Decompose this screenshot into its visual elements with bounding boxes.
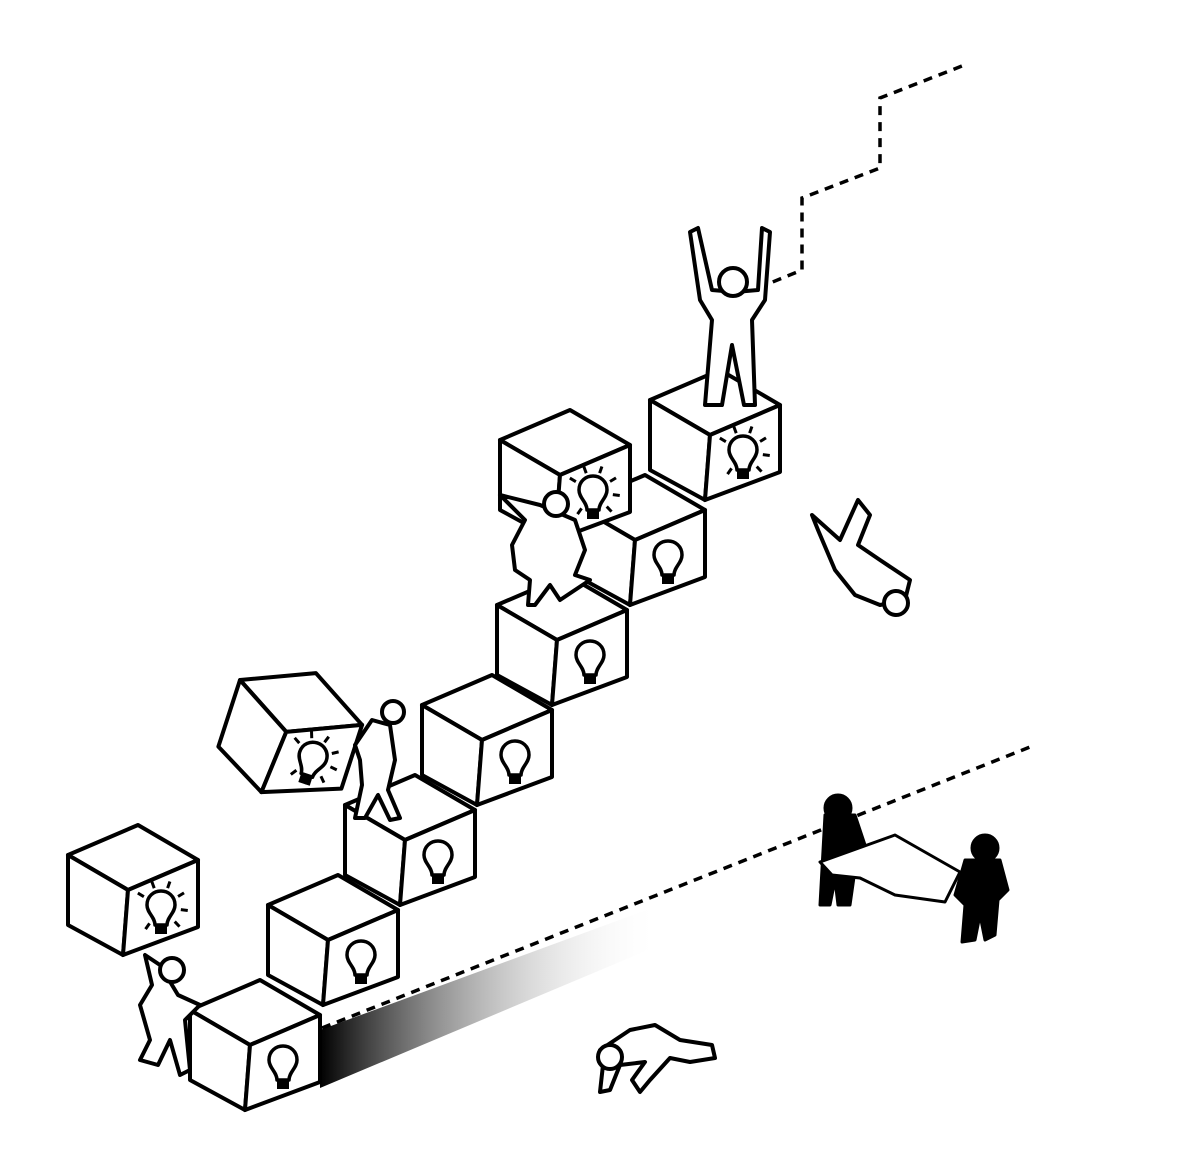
lifting-person bbox=[498, 490, 592, 607]
safety-net bbox=[818, 833, 962, 904]
pushing-person bbox=[353, 699, 406, 822]
lightbulb-icon bbox=[345, 939, 377, 984]
future-steps-dashed-line bbox=[757, 64, 963, 290]
stair-cube bbox=[343, 773, 477, 907]
lightbulb-icon bbox=[289, 731, 339, 786]
lightbulb-icon bbox=[422, 839, 454, 884]
stair-cube bbox=[266, 873, 400, 1007]
celebrating-person bbox=[688, 226, 772, 407]
lightbulb-icon bbox=[569, 466, 620, 520]
net-holding-people bbox=[818, 793, 1010, 944]
cube-group bbox=[66, 368, 782, 1112]
held-cube bbox=[66, 823, 200, 957]
tilted-cube bbox=[216, 671, 365, 795]
lightbulb-icon bbox=[719, 426, 770, 480]
lightbulb-icon bbox=[137, 881, 188, 935]
lightbulb-icon bbox=[574, 639, 606, 684]
people-group bbox=[138, 226, 1010, 1094]
stair-cube bbox=[420, 673, 554, 807]
lightbulb-icon bbox=[652, 539, 684, 584]
crawling-person bbox=[596, 1023, 717, 1094]
falling-person bbox=[810, 498, 912, 617]
lightbulb-icon bbox=[499, 739, 531, 784]
holding-person bbox=[138, 953, 202, 1077]
shadow-gradient bbox=[320, 905, 660, 1088]
lightbulb-icon bbox=[267, 1044, 299, 1089]
stair-cube bbox=[188, 978, 322, 1112]
